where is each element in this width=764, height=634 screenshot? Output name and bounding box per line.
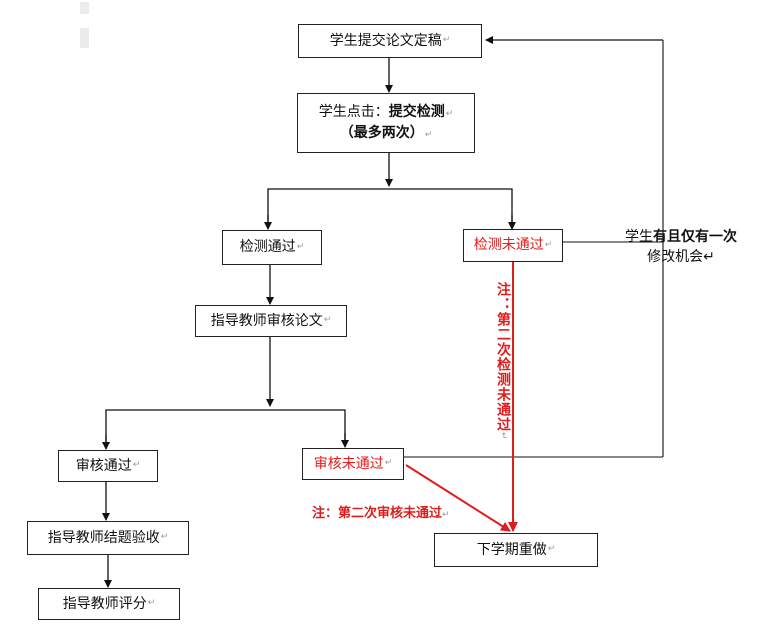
return-mark-icon: ↵ — [442, 510, 450, 520]
note-one-revision-suffix: 修改机会 — [647, 248, 704, 265]
node-review-fail-label: 审核未通过 — [313, 455, 384, 472]
node-check-fail-label: 检测未通过 — [473, 237, 544, 253]
node-teacher-accept: 指导教师结题验收↵ — [27, 521, 189, 555]
artifact-mark — [80, 2, 89, 14]
note-one-revision-emphasis: 有且仅有一次 — [653, 229, 737, 245]
red-arrow-review-fail-to-redo — [405, 464, 511, 532]
return-mark-icon: ↵ — [147, 598, 156, 609]
node-submit-draft-label: 学生提交论文定稿 — [329, 32, 442, 49]
node-submit-check-action: 提交检测 — [388, 104, 445, 120]
node-submit-check: 学生点击：提交检测↵ （最多两次）↵ — [297, 93, 475, 153]
return-mark-icon: ↵ — [544, 239, 553, 250]
node-submit-check-line1: 学生点击：提交检测↵ — [319, 102, 454, 123]
artifact-mark — [80, 28, 89, 48]
node-submit-check-line2: （最多两次）↵ — [340, 123, 433, 144]
return-mark-icon: ↵ — [445, 109, 454, 119]
return-mark-icon: ↵ — [132, 460, 141, 471]
return-mark-icon: ↵ — [323, 315, 332, 326]
return-mark-icon: ↵ — [424, 130, 433, 140]
node-redo: 下学期重做↵ — [434, 533, 598, 567]
node-teacher-review: 指导教师审核论文↵ — [195, 305, 347, 337]
node-check-fail: 检测未通过↵ — [463, 229, 563, 262]
note-second-check-fail-text: 注：第二次检测未通过 — [495, 282, 511, 432]
branch-review-results — [105, 409, 346, 448]
node-review-pass-label: 审核通过 — [75, 457, 132, 474]
node-teacher-review-label: 指导教师审核论文 — [210, 312, 323, 329]
return-mark-icon: ↵ — [384, 458, 393, 469]
note-second-review-fail: 注：第二次审核未通过↵ — [312, 502, 450, 521]
return-mark-icon: ↵ — [442, 35, 451, 46]
node-check-pass-label: 检测通过 — [239, 239, 296, 255]
return-mark-icon: ↵ — [703, 248, 715, 265]
node-redo-label: 下学期重做 — [476, 541, 547, 558]
return-mark-icon: ↵ — [547, 544, 556, 555]
note-one-revision-prefix: 学生 — [625, 229, 653, 245]
return-mark-icon: ↵ — [160, 532, 169, 543]
node-submit-check-limit: （最多两次） — [339, 125, 424, 141]
node-teacher-score-label: 指导教师评分 — [62, 595, 147, 612]
node-submit-draft: 学生提交论文定稿↵ — [298, 24, 482, 58]
note-one-revision: 学生有且仅有一次 修改机会↵ — [606, 228, 756, 267]
node-review-fail: 审核未通过↵ — [302, 448, 404, 480]
node-review-pass: 审核通过↵ — [58, 450, 158, 482]
return-mark-icon: ↵ — [296, 241, 305, 252]
node-teacher-score: 指导教师评分↵ — [38, 588, 180, 620]
note-second-check-fail: 注：第二次检测未通过↵ — [493, 282, 513, 441]
note-second-review-fail-text: 注：第二次审核未通过 — [312, 506, 443, 521]
note-one-revision-line1: 学生有且仅有一次 — [606, 228, 756, 248]
node-teacher-accept-label: 指导教师结题验收 — [47, 529, 160, 546]
return-mark-icon: ↵ — [498, 432, 508, 441]
node-check-pass: 检测通过↵ — [222, 230, 322, 265]
branch-check-results — [267, 188, 513, 228]
node-submit-check-prefix: 学生点击： — [318, 104, 389, 120]
note-one-revision-line2: 修改机会↵ — [606, 248, 756, 268]
